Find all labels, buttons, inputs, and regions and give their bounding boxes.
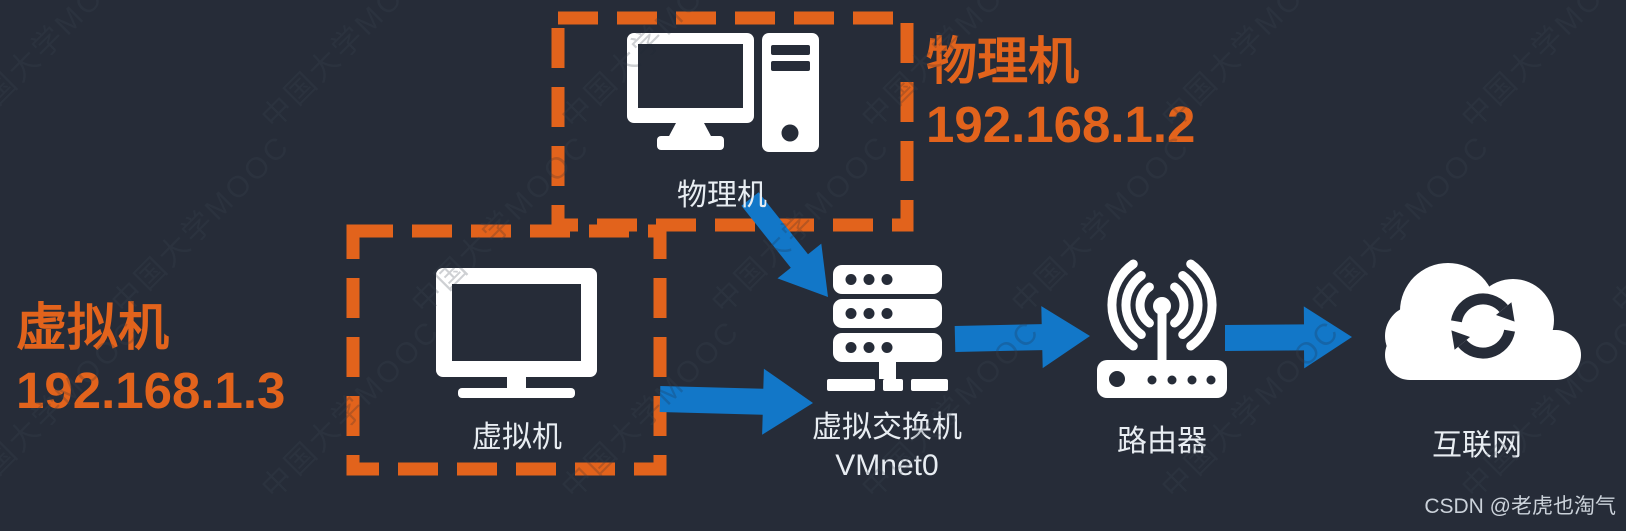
monitor-icon	[436, 268, 597, 398]
internet-label: 互联网	[1432, 429, 1522, 462]
arrow-router-to-internet	[1225, 306, 1352, 369]
virtual-annotation-ip: 192.168.1.3	[16, 362, 286, 419]
virtual-box-label: 虚拟机	[472, 421, 562, 454]
switch-label-line1: 虚拟交换机	[812, 411, 962, 444]
virtual-annotation-name: 虚拟机	[16, 299, 170, 356]
switch-label: 虚拟交换机 VMnet0	[812, 409, 962, 485]
wifi-router-icon	[1097, 259, 1227, 398]
router-label: 路由器	[1117, 425, 1207, 458]
desktop-computer-icon	[627, 33, 819, 152]
sync-icon	[1450, 293, 1516, 359]
virtual-machine-box	[346, 224, 667, 476]
arrow-virtual-to-switch	[659, 368, 813, 435]
virtual-annotation: 虚拟机 192.168.1.3	[16, 296, 285, 422]
physical-box-border	[551, 11, 914, 232]
physical-machine-box	[551, 11, 914, 232]
switch-label-line2: VMnet0	[835, 449, 939, 482]
internet-cloud-icon	[1385, 263, 1581, 380]
physical-annotation-ip: 192.168.1.2	[926, 96, 1196, 153]
network-switch-icon	[827, 265, 948, 391]
physical-annotation-name: 物理机	[926, 33, 1080, 90]
csdn-credit: CSDN @老虎也淘气	[1424, 495, 1616, 518]
arrow-switch-to-router	[954, 306, 1090, 369]
arrow-physical-to-switch	[741, 192, 828, 297]
physical-annotation: 物理机 192.168.1.2	[926, 30, 1195, 156]
wifi-signal-icon	[1135, 282, 1154, 328]
virtual-box-border	[346, 224, 667, 476]
physical-box-label: 物理机	[677, 179, 767, 212]
